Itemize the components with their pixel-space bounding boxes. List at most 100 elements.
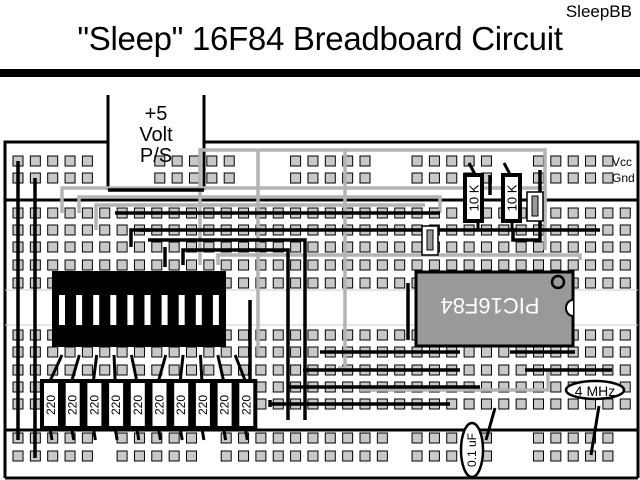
hole <box>171 155 183 167</box>
hole <box>220 259 232 271</box>
hole <box>533 398 544 410</box>
hole <box>154 172 166 184</box>
hole <box>99 259 111 271</box>
led-resistor-label: 220 <box>44 395 58 415</box>
hole <box>446 172 458 184</box>
wire <box>338 150 347 370</box>
hole <box>515 398 527 410</box>
ps-line-3: P/S <box>139 145 173 167</box>
resistor-lead <box>198 354 204 382</box>
hole <box>602 207 614 219</box>
hole <box>550 450 562 462</box>
hole <box>186 364 197 376</box>
hole <box>272 346 284 358</box>
hole <box>533 432 544 444</box>
hole <box>480 259 492 271</box>
hole <box>99 224 111 236</box>
hole <box>168 241 180 253</box>
hole <box>186 241 197 253</box>
led-resistor <box>40 379 62 430</box>
led-resistor <box>61 379 84 430</box>
hole <box>272 450 284 462</box>
hole <box>324 172 336 184</box>
mcu-label: PIC16F84 <box>440 293 539 318</box>
led-segment <box>76 295 83 325</box>
hole <box>238 346 250 358</box>
led-resistor-label: 220 <box>239 395 253 415</box>
hole <box>376 329 388 341</box>
crystal-label: 4 MHz <box>575 383 615 399</box>
led-segment <box>127 295 134 325</box>
hole <box>550 398 562 410</box>
led-resistor-label: 220 <box>131 395 145 415</box>
hole <box>203 259 215 271</box>
resistor-lead <box>178 354 185 382</box>
hole <box>186 259 197 271</box>
led-resistor <box>105 379 128 430</box>
hole <box>290 432 302 444</box>
hole <box>272 329 284 341</box>
hole <box>446 259 458 271</box>
resistor-lead <box>233 354 247 382</box>
hole <box>463 241 475 253</box>
hole <box>446 155 458 167</box>
hole <box>203 364 215 376</box>
hole <box>602 224 614 236</box>
led-segment <box>212 295 219 325</box>
hole <box>480 364 492 376</box>
hole <box>290 155 302 167</box>
power-supply-label: +5 Volt P/S <box>108 104 204 167</box>
gray-wires <box>60 148 582 392</box>
hole <box>64 207 76 219</box>
hole <box>376 450 388 462</box>
hole <box>133 346 145 358</box>
hole <box>64 241 76 253</box>
hole <box>324 241 336 253</box>
hole <box>428 432 440 444</box>
hole <box>189 172 200 184</box>
hole <box>619 224 631 236</box>
hole <box>394 329 406 341</box>
hole <box>238 450 250 462</box>
hole <box>290 346 302 358</box>
hole <box>272 432 284 444</box>
hole <box>342 172 354 184</box>
hole <box>585 155 597 167</box>
resistor-lead <box>91 354 99 382</box>
hole <box>550 155 562 167</box>
led-resistor-label: 220 <box>109 395 123 415</box>
hole <box>342 432 354 444</box>
hole <box>220 346 232 358</box>
led-resistor <box>148 379 171 430</box>
hole <box>428 172 440 184</box>
hole <box>342 450 354 462</box>
hole <box>567 398 579 410</box>
hole <box>171 172 183 184</box>
hole <box>515 381 527 393</box>
hole <box>550 207 562 219</box>
hole <box>359 241 371 253</box>
hole <box>602 450 614 462</box>
hole <box>567 259 579 271</box>
hole <box>585 259 597 271</box>
hole <box>290 259 302 271</box>
hole <box>47 172 59 184</box>
hole <box>290 172 302 184</box>
hole <box>324 450 336 462</box>
hole <box>359 432 371 444</box>
hole <box>428 450 440 462</box>
led-segment <box>110 295 117 325</box>
ps-line-1: +5 <box>144 103 168 125</box>
hole <box>359 277 371 289</box>
hole <box>99 346 111 358</box>
hole <box>480 155 492 167</box>
hole <box>168 259 180 271</box>
hole <box>324 259 336 271</box>
hole <box>307 155 319 167</box>
hole <box>220 241 232 253</box>
hole <box>446 432 458 444</box>
hole <box>550 259 562 271</box>
hole <box>619 364 631 376</box>
hole <box>498 241 510 253</box>
